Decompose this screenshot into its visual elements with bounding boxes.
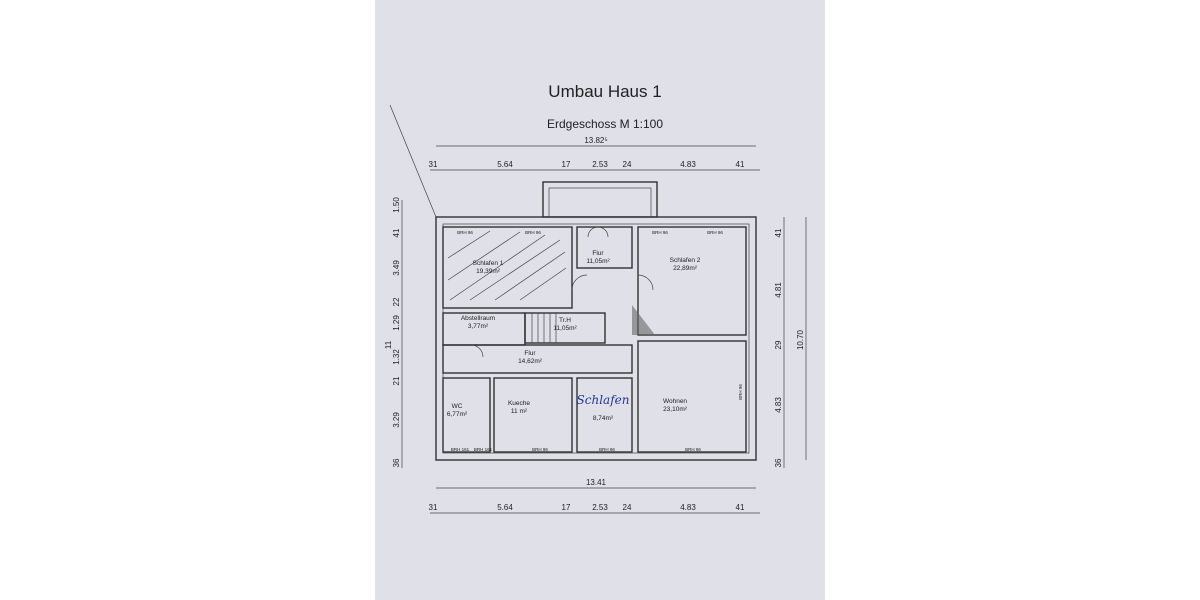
window-sill-label: BRH 96 (685, 447, 701, 452)
room-name: Schlafen 2 (670, 257, 701, 264)
diagonal-line (389, 104, 437, 218)
dimension-label: 17 (562, 160, 571, 169)
dimension-label: 29 (774, 340, 783, 349)
dimension-label: 1.32 (392, 349, 401, 365)
dimension-label: 2.53 (592, 160, 608, 169)
window-sill-label: BRH 96 (457, 230, 473, 235)
dimension-label: 17 (562, 503, 571, 512)
dimension-label: 36 (392, 458, 401, 467)
dimension-label: 5.64 (497, 160, 513, 169)
dimension-label: 4.83 (680, 503, 696, 512)
dimension-label: 24 (623, 503, 632, 512)
room-schlafen (576, 377, 633, 453)
room-area: 14,62m² (518, 358, 543, 365)
room-wc (442, 377, 491, 453)
room-wohnen (637, 340, 747, 453)
dimension-label: 41 (736, 160, 745, 169)
room-area: 8,74m² (593, 415, 614, 422)
paper-sheet: Umbau Haus 1 Erdgeschoss M 1:100 13.82⁵ … (375, 0, 825, 600)
dimension-label: 1.50 (392, 197, 401, 213)
dimension-label: 41 (736, 503, 745, 512)
window-sill-label: BRH 96 (599, 447, 615, 452)
room-name: Wohnen (663, 398, 687, 405)
window-sill-label: BRH 96 (707, 230, 723, 235)
room-flur (442, 344, 633, 374)
stairs (531, 313, 557, 343)
room-name: Schlafen 1 (473, 260, 504, 267)
dimension-label: 13.82⁵ (584, 136, 607, 145)
dimension-label: 4.83 (680, 160, 696, 169)
dimension-label: 31 (429, 503, 438, 512)
hatching (447, 230, 567, 301)
floor-plan: Umbau Haus 1 Erdgeschoss M 1:100 13.82⁵ … (384, 82, 807, 514)
dimension-label: 11 (384, 340, 393, 349)
chimney-hatch (632, 305, 655, 335)
room-area: 22,89m² (673, 265, 698, 272)
room-name: Abstellraum (461, 315, 495, 322)
room-flur-top (576, 226, 633, 269)
room-name: Tr.H (559, 317, 571, 324)
dimension-label: 4.81 (774, 282, 783, 298)
room-area: 3,77m² (468, 323, 489, 330)
dimension-label: 41 (774, 228, 783, 237)
dimension-label: 13.41 (586, 478, 607, 487)
dimension-label: 4.83 (774, 397, 783, 413)
dimension-label: 3.49 (392, 260, 401, 276)
room-area: 11,05m² (586, 258, 610, 265)
room-treppenhaus (524, 312, 606, 344)
dimension-label: 36 (774, 458, 783, 467)
dimension-label: 1.29 (392, 315, 401, 331)
room-area: 11 m² (511, 408, 528, 415)
room-schlafen-2 (637, 226, 747, 336)
dimension-label: 22 (392, 297, 401, 306)
room-name: Schlafen (577, 393, 630, 407)
dimension-label: 31 (429, 160, 438, 169)
room-area: 11,05m² (553, 325, 577, 332)
room-name: Flur (524, 350, 536, 357)
room-schlafen-1 (442, 226, 573, 309)
dimension-label: 2.53 (592, 503, 608, 512)
room-name: Flur (592, 250, 604, 257)
dimension-label: 41 (392, 228, 401, 237)
room-area: 23,10m² (663, 406, 688, 413)
door-swings (470, 226, 654, 358)
room-kueche (493, 377, 573, 453)
room-name: Kueche (508, 400, 530, 407)
dimension-label: 3.29 (392, 412, 401, 428)
window-sill-label: BRH 96 (652, 230, 668, 235)
room-area: 6,77m² (447, 411, 468, 418)
window-sill-label: BRH 96 (532, 447, 548, 452)
window-sill-label: BRH 161 (474, 447, 493, 452)
room-name: WC (452, 403, 463, 410)
window-sill-label: BRH 96 (738, 384, 743, 400)
window-sill-label: BRH 96 (525, 230, 541, 235)
dimension-label: 21 (392, 376, 401, 385)
plan-title: Umbau Haus 1 (548, 82, 661, 101)
dimension-label: 5.64 (497, 503, 513, 512)
balcony (542, 181, 658, 218)
dimension-label: 24 (623, 160, 632, 169)
dimension-label: 10.70 (796, 329, 805, 350)
room-area: 19,39m² (476, 268, 501, 275)
window-sill-label: BRH 161 (451, 447, 470, 452)
outer-wall (435, 216, 757, 461)
plan-subtitle: Erdgeschoss M 1:100 (547, 117, 663, 131)
